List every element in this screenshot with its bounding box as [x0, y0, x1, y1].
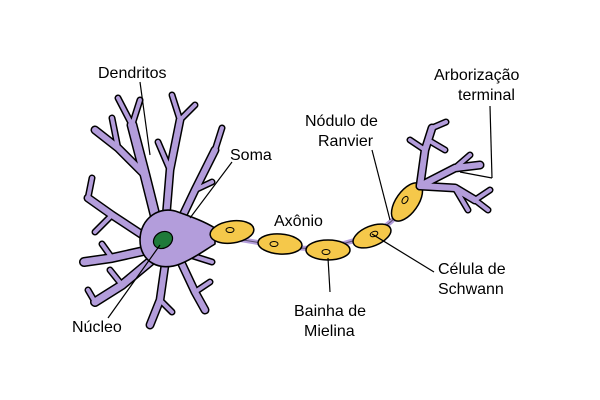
- label-nucleo: Núcleo: [72, 319, 122, 336]
- schwann-cell: [257, 233, 303, 255]
- schwann-nucleus: [321, 249, 331, 255]
- nucleus: [152, 230, 174, 250]
- leader-dendritos: [139, 81, 151, 156]
- leader-lines: [107, 81, 493, 319]
- terminal-arborization: [408, 120, 492, 212]
- schwann-nucleus: [269, 241, 279, 247]
- label-bainha-line1: Bainha de: [294, 303, 366, 320]
- leader-nucleo: [107, 244, 161, 319]
- leader-bainha: [327, 257, 331, 293]
- schwann-cell: [352, 223, 392, 249]
- label-bainha-line2: Mielina: [304, 323, 355, 340]
- label-arborizacao-line2: terminal: [458, 87, 515, 104]
- label-dendritos: Dendritos: [98, 65, 166, 82]
- label-celula-line2: Schwann: [438, 281, 504, 298]
- schwann-nucleus: [225, 227, 235, 233]
- myelin-sheath: [209, 182, 424, 261]
- leader-soma: [189, 161, 233, 219]
- leader-arborizacao: [489, 105, 493, 179]
- label-nodulo-line2: Ranvier: [318, 133, 374, 150]
- label-arborizacao-line1: Arborização: [434, 67, 519, 84]
- label-celula-line1: Célula de: [438, 261, 506, 278]
- leader-celula: [371, 233, 435, 273]
- leader-arborizacao-arrow: [459, 171, 493, 179]
- schwann-nucleus: [401, 195, 409, 205]
- leader-nodulo: [371, 149, 391, 221]
- label-soma: Soma: [230, 147, 272, 164]
- label-nodulo-line1: Nódulo de: [305, 113, 378, 130]
- label-axonio: Axônio: [274, 213, 323, 230]
